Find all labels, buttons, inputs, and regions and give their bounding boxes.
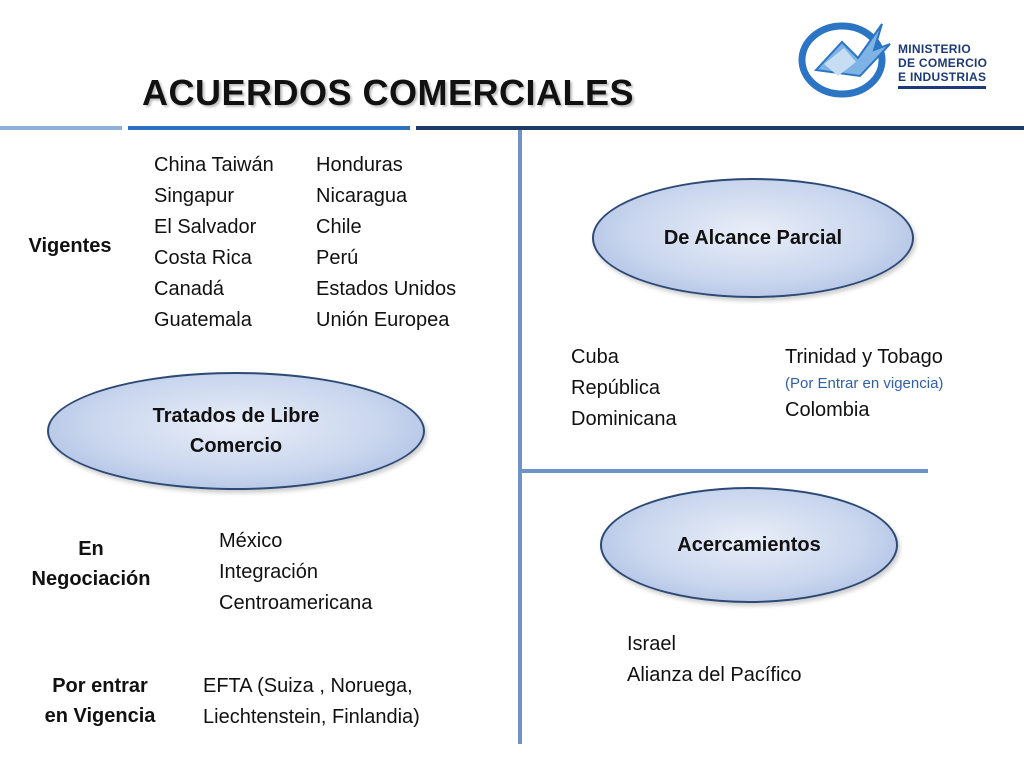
list-item: Alianza del Pacífico bbox=[627, 664, 802, 686]
list-item: Centroamericana bbox=[219, 592, 373, 614]
parcial-ellipse-label: De Alcance Parcial bbox=[663, 227, 843, 249]
list-item: Perú bbox=[316, 247, 359, 269]
acercamientos-ellipse: Acercamientos bbox=[600, 487, 898, 603]
list-item: Liechtenstein, Finlandia) bbox=[203, 706, 420, 728]
page-title: ACUERDOS COMERCIALES bbox=[142, 72, 635, 113]
list-item: México bbox=[219, 530, 283, 552]
list-item: Cuba bbox=[571, 346, 619, 368]
list-item: Guatemala bbox=[154, 309, 252, 331]
horizontal-divider bbox=[522, 469, 928, 473]
list-item: República bbox=[571, 377, 660, 399]
tlc-ellipse: Tratados de Libre Comercio bbox=[47, 372, 425, 490]
parcial-list-2: Trinidad y Tobago (Por Entrar en vigenci… bbox=[785, 342, 943, 426]
list-item: Integración bbox=[219, 561, 318, 583]
logo-underline bbox=[898, 86, 986, 89]
logo-line-1: MINISTERIO bbox=[898, 42, 972, 56]
acercamientos-list: Israel Alianza del Pacífico bbox=[627, 629, 802, 691]
vigentes-label: Vigentes bbox=[28, 235, 112, 257]
list-item: Singapur bbox=[154, 185, 235, 207]
list-item: Costa Rica bbox=[154, 247, 252, 269]
negociacion-label-line-1: En bbox=[78, 538, 104, 560]
acercamientos-ellipse-label: Acercamientos bbox=[677, 534, 821, 556]
list-item: Dominicana bbox=[571, 408, 677, 430]
tlc-ellipse-label: Tratados de Libre Comercio bbox=[152, 405, 320, 457]
por-entrar-label-line-1: Por entrar bbox=[52, 675, 148, 697]
list-item: Nicaragua bbox=[316, 185, 408, 207]
por-entrar-label-line-2: en Vigencia bbox=[44, 705, 156, 727]
negociacion-label: En Negociación bbox=[20, 534, 162, 594]
list-item: Trinidad y Tobago bbox=[785, 346, 943, 368]
negociacion-list: México Integración Centroamericana bbox=[219, 526, 372, 619]
status-note: (Por Entrar en vigencia) bbox=[785, 375, 944, 392]
negociacion-label-line-2: Negociación bbox=[31, 568, 151, 590]
vigentes-list-2: Honduras Nicaragua Chile Perú Estados Un… bbox=[316, 150, 456, 336]
list-item: Estados Unidos bbox=[316, 278, 457, 300]
por-entrar-list: EFTA (Suiza , Noruega, Liechtenstein, Fi… bbox=[203, 671, 420, 733]
vertical-divider bbox=[518, 130, 522, 744]
list-item: Colombia bbox=[785, 399, 870, 421]
ministry-emblem-icon bbox=[798, 22, 891, 98]
header-rule-light bbox=[0, 126, 122, 130]
header-rule-dark bbox=[416, 126, 1024, 130]
list-item: Honduras bbox=[316, 154, 403, 176]
parcial-list-1: Cuba República Dominicana bbox=[571, 342, 677, 435]
list-item: China Taiwán bbox=[154, 154, 274, 176]
list-item: Israel bbox=[627, 633, 676, 655]
ministry-logo: MINISTERIO DE COMERCIO E INDUSTRIAS bbox=[798, 14, 988, 98]
list-item: Canadá bbox=[154, 278, 225, 300]
logo-line-2: DE COMERCIO bbox=[898, 56, 988, 70]
parcial-ellipse: De Alcance Parcial bbox=[592, 178, 914, 298]
list-item: El Salvador bbox=[154, 216, 257, 238]
list-item: EFTA (Suiza , Noruega, bbox=[203, 675, 413, 697]
vigentes-list-1: China Taiwán Singapur El Salvador Costa … bbox=[154, 150, 274, 336]
por-entrar-label: Por entrar en Vigencia bbox=[30, 671, 170, 731]
list-item: Chile bbox=[316, 216, 362, 238]
list-item: Unión Europea bbox=[316, 309, 450, 331]
logo-line-3: E INDUSTRIAS bbox=[898, 70, 987, 84]
header-rule-mid bbox=[128, 126, 410, 130]
